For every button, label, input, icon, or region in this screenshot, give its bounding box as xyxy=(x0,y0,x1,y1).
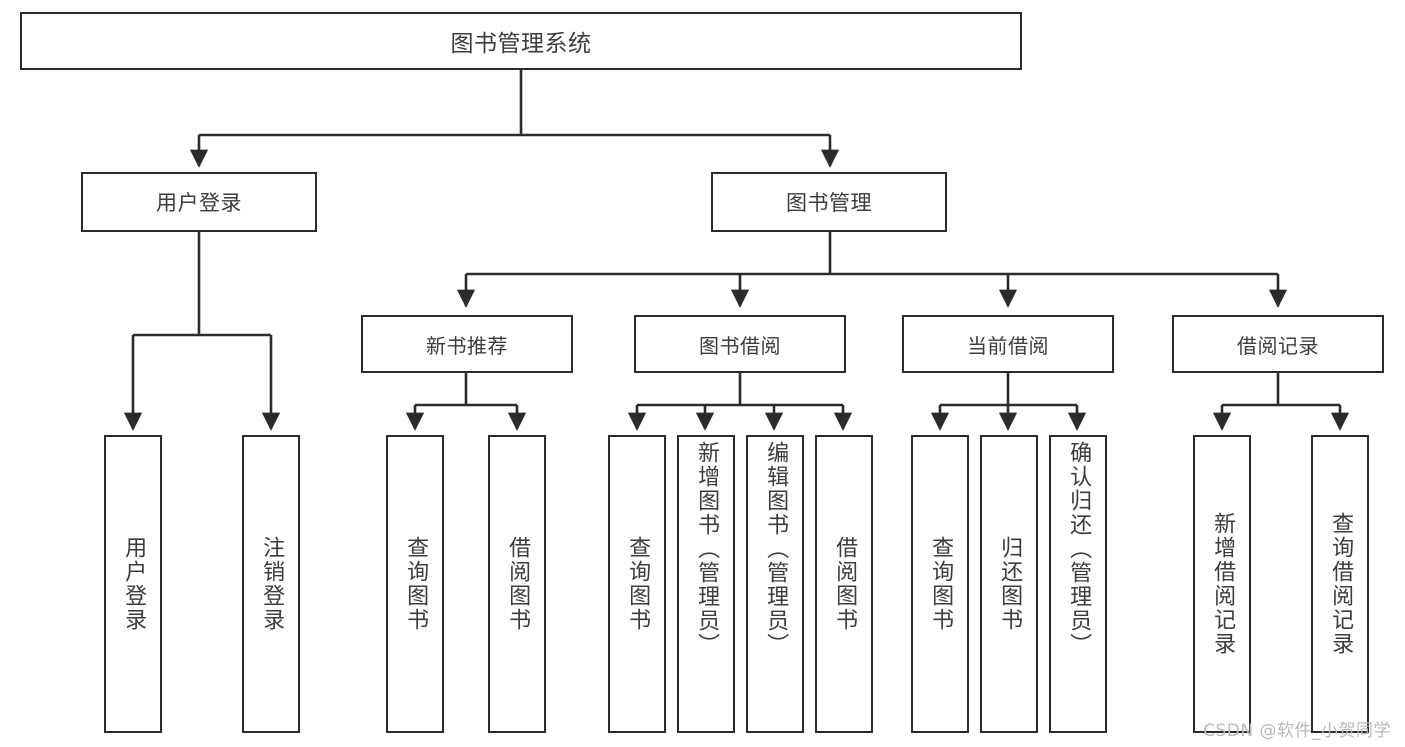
leaf-book-borrow-edit-label: 编辑图书（管理员） xyxy=(763,441,789,657)
leaf-book-borrow-add-label: 新增图书（管理员） xyxy=(694,441,720,657)
leaf-user-login-logout-label: 注销登录 xyxy=(259,536,285,632)
leaf-user-login-login-label: 用户登录 xyxy=(121,536,147,632)
leaf-book-borrow-borrow[interactable]: 借阅图书 xyxy=(815,435,873,733)
leaf-new-book-query-label: 查询图书 xyxy=(403,536,429,632)
leaf-borrow-record-add[interactable]: 新增借阅记录 xyxy=(1193,435,1251,733)
leaf-book-borrow-edit[interactable]: 编辑图书（管理员） xyxy=(746,435,804,733)
node-current-borrow-label: 当前借阅 xyxy=(967,333,1049,358)
node-book-management[interactable]: 图书管理 xyxy=(711,172,947,232)
node-book-management-label: 图书管理 xyxy=(786,191,872,215)
leaf-borrow-record-add-label: 新增借阅记录 xyxy=(1210,512,1236,656)
leaf-current-borrow-confirm-label: 确认归还（管理员） xyxy=(1066,441,1092,657)
leaf-borrow-record-query[interactable]: 查询借阅记录 xyxy=(1311,435,1369,733)
node-borrow-record-label: 借阅记录 xyxy=(1237,333,1319,358)
node-new-book-recommend-label: 新书推荐 xyxy=(426,333,508,358)
leaf-user-login-login[interactable]: 用户登录 xyxy=(104,435,162,733)
leaf-current-borrow-return-label: 归还图书 xyxy=(997,536,1023,632)
leaf-current-borrow-query[interactable]: 查询图书 xyxy=(911,435,969,733)
leaf-current-borrow-confirm[interactable]: 确认归还（管理员） xyxy=(1049,435,1107,733)
node-book-borrow[interactable]: 图书借阅 xyxy=(634,315,846,373)
node-user-login-label: 用户登录 xyxy=(156,191,242,215)
leaf-new-book-query[interactable]: 查询图书 xyxy=(386,435,444,733)
leaf-current-borrow-query-label: 查询图书 xyxy=(928,536,954,632)
node-root-system[interactable]: 图书管理系统 xyxy=(20,12,1022,70)
node-new-book-recommend[interactable]: 新书推荐 xyxy=(361,315,573,373)
leaf-book-borrow-add[interactable]: 新增图书（管理员） xyxy=(677,435,735,733)
node-user-login[interactable]: 用户登录 xyxy=(81,172,317,232)
node-book-borrow-label: 图书借阅 xyxy=(699,333,781,358)
node-current-borrow[interactable]: 当前借阅 xyxy=(902,315,1114,373)
leaf-user-login-logout[interactable]: 注销登录 xyxy=(242,435,300,733)
leaf-new-book-borrow[interactable]: 借阅图书 xyxy=(488,435,546,733)
leaf-book-borrow-query[interactable]: 查询图书 xyxy=(608,435,666,733)
leaf-book-borrow-query-label: 查询图书 xyxy=(625,536,651,632)
node-root-system-label: 图书管理系统 xyxy=(450,31,592,57)
leaf-book-borrow-borrow-label: 借阅图书 xyxy=(832,536,858,632)
leaf-current-borrow-return[interactable]: 归还图书 xyxy=(980,435,1038,733)
node-borrow-record[interactable]: 借阅记录 xyxy=(1172,315,1384,373)
csdn-watermark: CSDN @软件_小贺同学 xyxy=(1203,721,1391,741)
leaf-borrow-record-query-label: 查询借阅记录 xyxy=(1328,512,1354,656)
leaf-new-book-borrow-label: 借阅图书 xyxy=(505,536,531,632)
